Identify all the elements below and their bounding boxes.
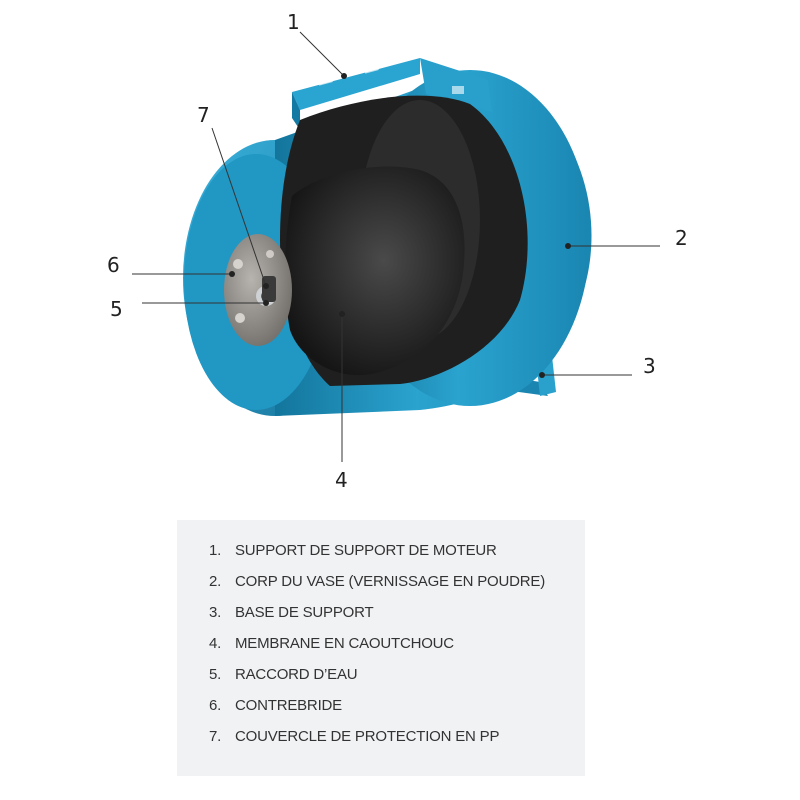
- callout-number-4: 4: [335, 468, 348, 492]
- legend-panel: 1. SUPPORT DE SUPPORT DE MOTEUR 2. CORP DU…: [177, 520, 585, 776]
- legend-item-number: 3.: [209, 604, 222, 621]
- legend-item: 1. SUPPORT DE SUPPORT DE MOTEUR: [209, 542, 497, 559]
- legend-item-label: BASE DE SUPPORT: [235, 604, 374, 621]
- leader-dots: [229, 73, 571, 378]
- tank-cutaway-illustration: [132, 31, 660, 462]
- legend-item: 6. CONTREBRIDE: [209, 697, 342, 714]
- legend-item: 5. RACCORD D’EAU: [209, 666, 358, 683]
- callout-number-3: 3: [643, 354, 656, 378]
- legend-item-label: RACCORD D’EAU: [235, 666, 358, 683]
- legend-item-number: 7.: [209, 728, 222, 745]
- legend-item-label: CONTREBRIDE: [235, 697, 342, 714]
- leader-lines: [132, 31, 660, 462]
- pp-protective-cover: [262, 276, 276, 302]
- legend-item: 7. COUVERCLE DE PROTECTION EN PP: [209, 728, 499, 745]
- legend-item-label: CORP DU VASE (VERNISSAGE EN POUDRE): [235, 573, 546, 590]
- legend-item-label: MEMBRANE EN CAOUTCHOUC: [235, 635, 454, 652]
- legend-item-number: 5.: [209, 666, 222, 683]
- legend-item-number: 4.: [209, 635, 222, 652]
- legend-item-label: SUPPORT DE SUPPORT DE MOTEUR: [235, 542, 497, 559]
- legend-item: 4. MEMBRANE EN CAOUTCHOUC: [209, 635, 454, 652]
- callout-number-6: 6: [107, 253, 120, 277]
- callout-number-7: 7: [197, 103, 210, 127]
- motor-support-bracket: [292, 58, 492, 130]
- callout-number-5: 5: [110, 297, 123, 321]
- legend-item: 2. CORP DU VASE (VERNISSAGE EN POUDRE): [209, 573, 545, 590]
- callout-number-2: 2: [675, 226, 688, 250]
- legend-item-number: 2.: [209, 573, 222, 590]
- legend-item-number: 1.: [209, 542, 222, 559]
- legend-item-label: COUVERCLE DE PROTECTION EN PP: [235, 728, 500, 745]
- rubber-membrane: [285, 166, 465, 376]
- legend-item: 3. BASE DE SUPPORT: [209, 604, 374, 621]
- legend-item-number: 6.: [209, 697, 222, 714]
- callout-number-1: 1: [287, 10, 300, 34]
